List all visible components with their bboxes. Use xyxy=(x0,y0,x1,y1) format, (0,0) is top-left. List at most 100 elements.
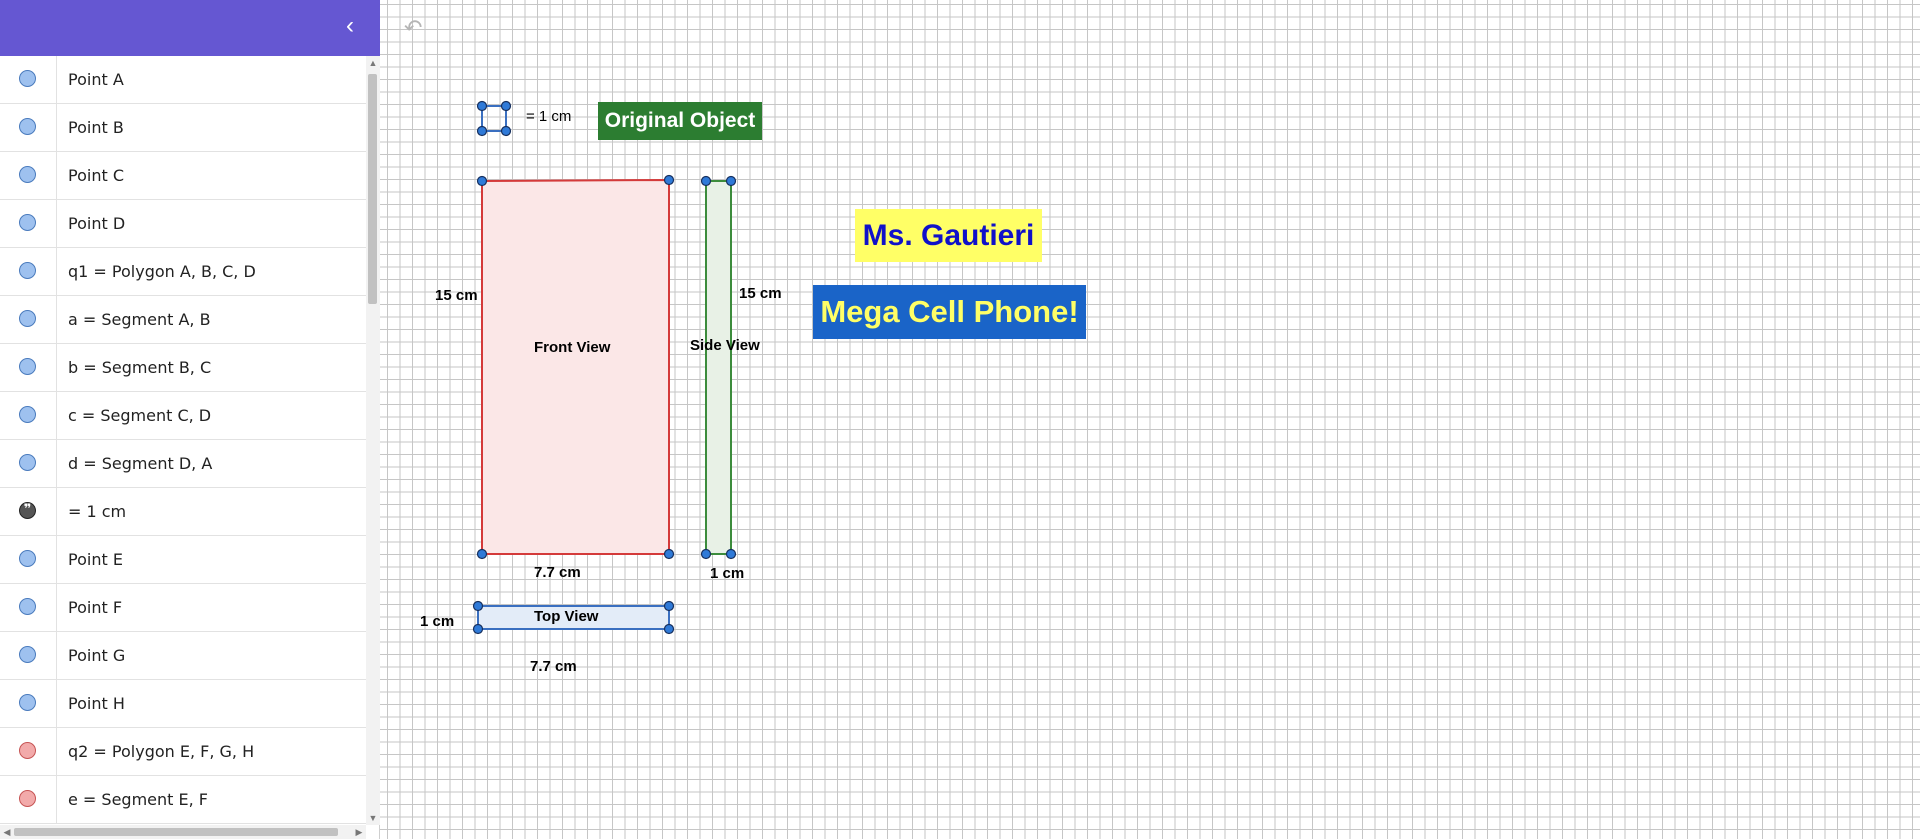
visibility-toggle[interactable] xyxy=(0,632,57,680)
scroll-right-arrow-icon[interactable]: ▶ xyxy=(355,827,363,837)
vertical-scrollbar[interactable]: ▲ ▼ xyxy=(366,56,380,825)
list-item-label: q1 = Polygon A, B, C, D xyxy=(68,262,256,281)
visibility-toggle[interactable] xyxy=(0,56,57,104)
visibility-dot-icon[interactable] xyxy=(19,406,36,423)
point-d[interactable] xyxy=(476,548,488,560)
visibility-dot-icon[interactable] xyxy=(19,646,36,663)
list-item[interactable]: q1 = Polygon A, B, C, D xyxy=(0,248,366,296)
top-point-3[interactable] xyxy=(663,623,675,635)
scale-point-1[interactable] xyxy=(476,100,488,112)
horizontal-scroll-thumb[interactable] xyxy=(14,828,338,836)
visibility-toggle[interactable] xyxy=(0,440,57,488)
visibility-toggle[interactable] xyxy=(0,104,57,152)
title-label[interactable]: Mega Cell Phone! xyxy=(813,285,1086,339)
graphics-canvas[interactable]: ↶ = 1 cm Original Obj xyxy=(380,0,1920,839)
point-b[interactable] xyxy=(663,174,675,186)
original-object-label[interactable]: Original Object xyxy=(598,102,762,140)
visibility-toggle[interactable] xyxy=(0,152,57,200)
visibility-dot-icon[interactable] xyxy=(19,790,36,807)
point-f[interactable] xyxy=(725,175,737,187)
list-item[interactable]: Point H xyxy=(0,680,366,728)
list-item[interactable]: Point E xyxy=(0,536,366,584)
side-view-label: Side View xyxy=(690,337,760,354)
list-item-label: d = Segment D, A xyxy=(68,454,213,473)
list-item-label: b = Segment B, C xyxy=(68,358,212,377)
scroll-up-arrow-icon[interactable]: ▲ xyxy=(368,58,378,68)
side-height-label: 15 cm xyxy=(739,285,782,302)
undo-icon[interactable]: ↶ xyxy=(404,15,423,40)
list-item[interactable]: Point B xyxy=(0,104,366,152)
scale-square[interactable] xyxy=(481,105,507,132)
list-item-label: Point E xyxy=(68,550,123,569)
visibility-dot-icon[interactable] xyxy=(19,454,36,471)
visibility-dot-icon[interactable] xyxy=(19,166,36,183)
teacher-name-label[interactable]: Ms. Gautieri xyxy=(855,209,1042,262)
vertical-scroll-thumb[interactable] xyxy=(368,74,377,304)
chevron-left-icon[interactable]: ‹ xyxy=(346,12,354,39)
visibility-dot-icon[interactable] xyxy=(19,262,36,279)
visibility-toggle[interactable] xyxy=(0,248,57,296)
list-item[interactable]: e = Segment E, F xyxy=(0,776,366,824)
top-view-label: Top View xyxy=(534,608,599,625)
list-item[interactable]: Point G xyxy=(0,632,366,680)
front-width-label: 7.7 cm xyxy=(534,564,581,581)
list-item[interactable]: q2 = Polygon E, F, G, H xyxy=(0,728,366,776)
visibility-dot-icon[interactable] xyxy=(19,742,36,759)
front-height-label: 15 cm xyxy=(435,287,478,304)
scale-point-4[interactable] xyxy=(476,125,488,137)
visibility-toggle[interactable] xyxy=(0,728,57,776)
list-item-label: c = Segment C, D xyxy=(68,406,212,425)
text-object-icon[interactable]: ❞ xyxy=(19,502,36,519)
visibility-dot-icon[interactable] xyxy=(19,214,36,231)
list-item-label: e = Segment E, F xyxy=(68,790,208,809)
list-item[interactable]: d = Segment D, A xyxy=(0,440,366,488)
visibility-toggle[interactable] xyxy=(0,344,57,392)
list-item[interactable]: b = Segment B, C xyxy=(0,344,366,392)
visibility-toggle[interactable] xyxy=(0,392,57,440)
list-item-label: Point D xyxy=(68,214,126,233)
drawing-layer xyxy=(472,100,737,635)
list-item-label: a = Segment A, B xyxy=(68,310,211,329)
list-item[interactable]: Point F xyxy=(0,584,366,632)
list-item[interactable]: Point A xyxy=(0,56,366,104)
front-view-label: Front View xyxy=(534,339,611,356)
point-h[interactable] xyxy=(700,548,712,560)
visibility-toggle[interactable] xyxy=(0,584,57,632)
top-point-2[interactable] xyxy=(663,600,675,612)
point-c[interactable] xyxy=(663,548,675,560)
list-item[interactable]: c = Segment C, D xyxy=(0,392,366,440)
side-view-rect[interactable] xyxy=(705,180,732,555)
visibility-dot-icon[interactable] xyxy=(19,358,36,375)
visibility-dot-icon[interactable] xyxy=(19,694,36,711)
visibility-dot-icon[interactable] xyxy=(19,118,36,135)
visibility-toggle[interactable]: ❞ xyxy=(0,488,57,536)
visibility-toggle[interactable] xyxy=(0,200,57,248)
list-item[interactable]: a = Segment A, B xyxy=(0,296,366,344)
visibility-toggle[interactable] xyxy=(0,536,57,584)
list-item[interactable]: Point D xyxy=(0,200,366,248)
scroll-down-arrow-icon[interactable]: ▼ xyxy=(368,813,378,823)
point-e[interactable] xyxy=(700,175,712,187)
list-item[interactable]: Point C xyxy=(0,152,366,200)
visibility-toggle[interactable] xyxy=(0,776,57,824)
point-a[interactable] xyxy=(476,175,488,187)
front-view-rect[interactable] xyxy=(481,178,670,555)
horizontal-scrollbar[interactable]: ◀ ▶ xyxy=(0,825,366,839)
visibility-dot-icon[interactable] xyxy=(19,598,36,615)
scale-point-2[interactable] xyxy=(500,100,512,112)
list-item-label: Point A xyxy=(68,70,124,89)
top-point-4[interactable] xyxy=(472,623,484,635)
list-item[interactable]: ❞= 1 cm xyxy=(0,488,366,536)
list-item-label: Point H xyxy=(68,694,125,713)
visibility-toggle[interactable] xyxy=(0,680,57,728)
visibility-dot-icon[interactable] xyxy=(19,70,36,87)
visibility-toggle[interactable] xyxy=(0,296,57,344)
point-g[interactable] xyxy=(725,548,737,560)
top-height-label: 1 cm xyxy=(420,613,455,630)
scroll-left-arrow-icon[interactable]: ◀ xyxy=(3,827,11,837)
visibility-dot-icon[interactable] xyxy=(19,310,36,327)
visibility-dot-icon[interactable] xyxy=(19,550,36,567)
top-point-1[interactable] xyxy=(472,600,484,612)
scale-point-3[interactable] xyxy=(500,125,512,137)
